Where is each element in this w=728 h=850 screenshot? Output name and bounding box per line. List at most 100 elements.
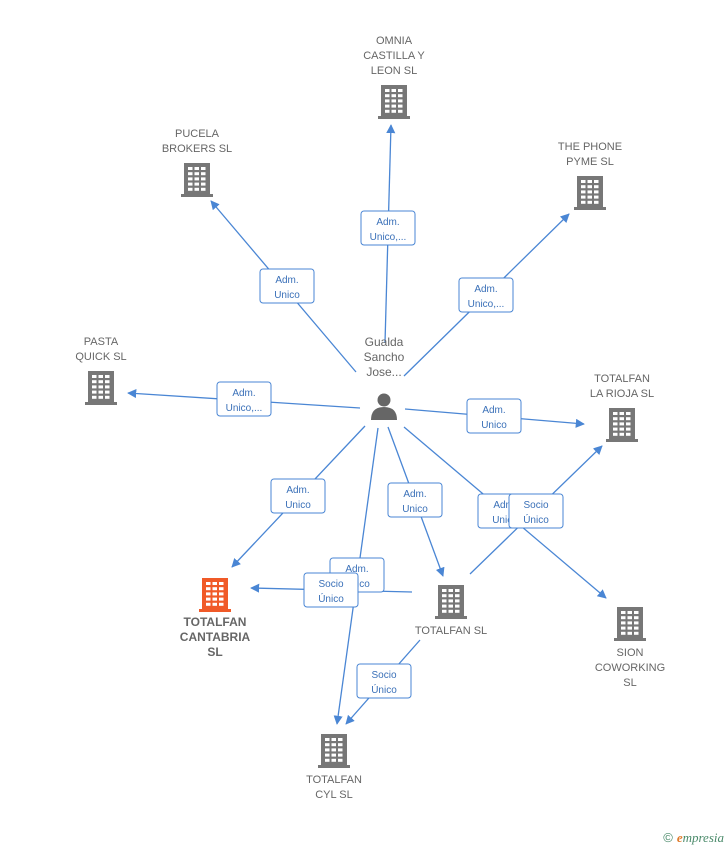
building-window bbox=[105, 385, 110, 389]
building-window bbox=[201, 172, 206, 176]
edge-badge-center-rioja[interactable]: Adm.Unico bbox=[466, 398, 522, 434]
building-window bbox=[194, 172, 199, 176]
edge-badge-box bbox=[508, 493, 564, 529]
company-label-rioja: TOTALFAN bbox=[594, 373, 650, 385]
building-window bbox=[331, 743, 336, 747]
building-window bbox=[325, 743, 330, 747]
company-label-cantabria: CANTABRIA bbox=[180, 630, 251, 644]
edge-badge-box bbox=[360, 210, 416, 246]
building-window bbox=[594, 180, 599, 183]
building-window bbox=[194, 177, 199, 181]
brand-initial: e bbox=[676, 830, 683, 845]
edge-badge-center-thephone[interactable]: Adm.Unico,... bbox=[458, 277, 514, 313]
building-window bbox=[338, 743, 343, 747]
building-window bbox=[455, 594, 460, 598]
person-label: Jose... bbox=[366, 365, 401, 379]
building-window bbox=[325, 753, 330, 757]
building-window bbox=[331, 753, 336, 757]
building-window bbox=[219, 587, 224, 591]
building-window bbox=[188, 187, 193, 191]
company-label-cyl: TOTALFAN bbox=[306, 774, 362, 786]
building-window bbox=[201, 177, 206, 181]
building-window bbox=[206, 592, 211, 596]
company-node-rioja[interactable]: TOTALFAN LA RIOJA SL bbox=[590, 373, 654, 442]
building-window bbox=[206, 602, 211, 606]
edge-badge-text: Adm. bbox=[482, 405, 505, 416]
edge-badge-text: Unico,... bbox=[370, 232, 407, 243]
edge-badge-box bbox=[387, 482, 443, 518]
building-window bbox=[385, 109, 390, 113]
edge-badge-box bbox=[259, 268, 315, 304]
building-window bbox=[634, 621, 639, 625]
company-label-cyl: CYL SL bbox=[315, 789, 353, 801]
company-node-pucela[interactable]: PUCELA BROKERS SL bbox=[162, 128, 232, 197]
building-window bbox=[621, 626, 626, 630]
edge-badge-center-pasta[interactable]: Adm.Unico,... bbox=[216, 381, 272, 417]
footer-brand[interactable]: ©empresia bbox=[663, 830, 724, 846]
building-window bbox=[201, 167, 206, 170]
building-window bbox=[219, 597, 224, 601]
building-window bbox=[338, 748, 343, 752]
company-node-totalfan[interactable]: TOTALFAN SL bbox=[415, 585, 487, 637]
building-window bbox=[455, 599, 460, 603]
building-window bbox=[587, 200, 592, 204]
building-window bbox=[105, 395, 110, 399]
building-window bbox=[92, 395, 97, 399]
edge-badge-text: Adm. bbox=[345, 564, 368, 575]
building-window bbox=[455, 609, 460, 613]
edge-badge-box bbox=[466, 398, 522, 434]
building-window bbox=[621, 621, 626, 625]
building-window bbox=[626, 427, 631, 431]
edge-badge-center-totalfan[interactable]: Adm.Unico bbox=[387, 482, 443, 518]
building-base bbox=[318, 765, 350, 768]
building-window bbox=[92, 375, 97, 378]
building-base bbox=[435, 616, 467, 619]
building-window bbox=[634, 611, 639, 614]
building-window bbox=[613, 422, 618, 426]
building-window bbox=[613, 417, 618, 421]
edge-badge-text: Adm. bbox=[275, 275, 298, 286]
building-window bbox=[212, 597, 217, 601]
company-label-thephone: THE PHONE bbox=[558, 141, 622, 153]
building-window bbox=[194, 167, 199, 170]
building-window bbox=[626, 432, 631, 436]
company-label-pucela: BROKERS SL bbox=[162, 143, 232, 155]
building-window bbox=[594, 185, 599, 189]
building-window bbox=[455, 604, 460, 608]
building-window bbox=[634, 616, 639, 620]
company-label-cantabria: SL bbox=[207, 645, 222, 659]
company-label-rioja: LA RIOJA SL bbox=[590, 388, 654, 400]
building-window bbox=[391, 99, 396, 103]
building-window bbox=[188, 167, 193, 170]
building-window bbox=[627, 611, 632, 614]
edge-badge-center-omnia[interactable]: Adm.Unico,... bbox=[360, 210, 416, 246]
company-label-pasta: PASTA bbox=[84, 336, 119, 348]
company-label-omnia: LEON SL bbox=[371, 65, 417, 77]
building-window bbox=[442, 609, 447, 613]
edge-badge-text: Unico bbox=[402, 504, 428, 515]
edge-badge-center-pucela[interactable]: Adm.Unico bbox=[259, 268, 315, 304]
building-window bbox=[626, 422, 631, 426]
company-label-pucela: PUCELA bbox=[175, 128, 220, 140]
edge-badge-text: Unico bbox=[285, 500, 311, 511]
building-window bbox=[594, 195, 599, 199]
building-window bbox=[581, 200, 586, 204]
company-label-cantabria: TOTALFAN bbox=[184, 615, 247, 629]
building-window bbox=[325, 738, 330, 741]
person-node-center[interactable]: GualdaSanchoJose... bbox=[364, 335, 405, 420]
building-window bbox=[105, 380, 110, 384]
company-node-cyl[interactable]: TOTALFAN CYL SL bbox=[306, 734, 362, 801]
edge-badge-center-cantabria[interactable]: Adm.Unico bbox=[270, 478, 326, 514]
building-window bbox=[219, 602, 224, 606]
building-window bbox=[581, 185, 586, 189]
building-window bbox=[621, 616, 626, 620]
building-window bbox=[448, 604, 453, 608]
